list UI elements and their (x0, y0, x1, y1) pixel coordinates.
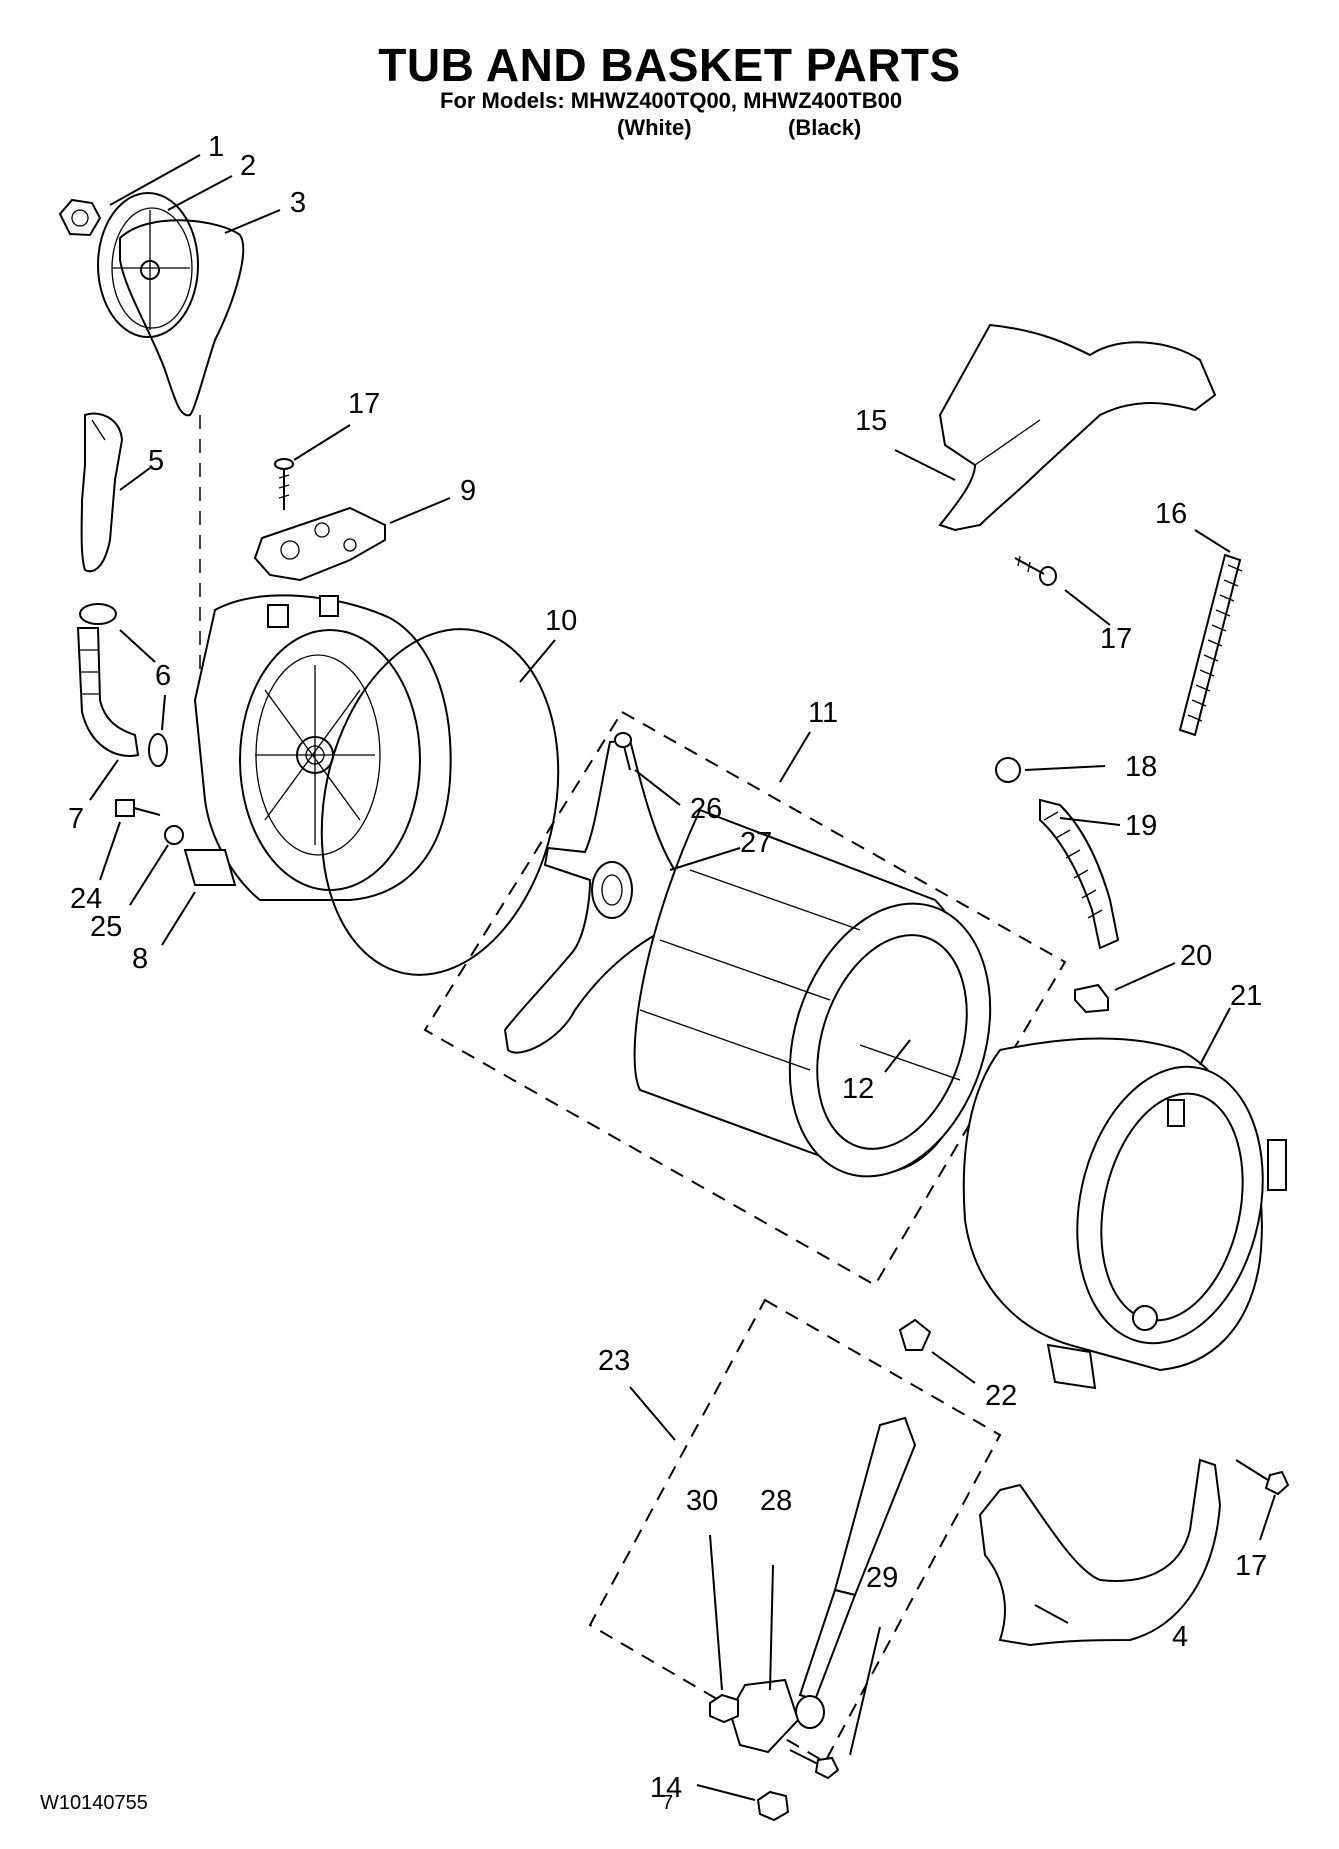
callout-15: 15 (855, 405, 887, 437)
callout-1: 1 (208, 131, 224, 163)
callout-23: 23 (598, 1345, 630, 1377)
part-8-rear-tub (183, 594, 452, 901)
part-15-cover (938, 323, 1217, 532)
callout-29: 29 (866, 1562, 898, 1594)
callout-4: 4 (1172, 1621, 1188, 1653)
page-title: TUB AND BASKET PARTS (378, 39, 961, 91)
part-18-clamp (995, 757, 1021, 783)
callout-9: 9 (460, 475, 476, 507)
part-7-drain-hose (76, 627, 140, 757)
document-number: W10140755 (40, 1792, 148, 1814)
callout-30: 30 (686, 1485, 718, 1517)
part-9-bracket (253, 506, 386, 582)
callout-3: 3 (290, 187, 306, 219)
page-number: 7 (662, 1792, 674, 1814)
callout-19: 19 (1125, 810, 1157, 842)
callout-5: 5 (148, 445, 164, 477)
part-1-nut (58, 198, 102, 237)
callout-7: 7 (68, 803, 84, 835)
callout-25: 25 (90, 911, 122, 943)
part-4-lower-cover (978, 1458, 1222, 1647)
leader-lines (89, 154, 1276, 1801)
part-3-belt (119, 219, 245, 417)
callout-8: 8 (132, 943, 148, 975)
callout-27: 27 (740, 827, 772, 859)
callout-17-top: 17 (348, 388, 380, 420)
callout-26: 26 (690, 793, 722, 825)
callout-2: 2 (240, 150, 256, 182)
part-17-screw-bottom (1235, 1459, 1290, 1496)
part-26-screw (614, 732, 632, 771)
part-17-screw-right (1014, 555, 1057, 586)
part-5-hose (80, 412, 124, 573)
models-line: For Models: MHWZ400TQ00, MHWZ400TB00 (440, 88, 903, 113)
callout-22: 22 (985, 1380, 1017, 1412)
part-12-basket (633, 808, 992, 1178)
callout-numbers: 1 2 3 4 5 6 7 8 9 10 11 12 14 15 16 17 1… (68, 131, 1267, 1804)
damper-strut (795, 1416, 917, 1729)
part-14-nut (756, 1790, 790, 1822)
part-16-spring (1178, 553, 1243, 737)
callout-14: 14 (650, 1772, 682, 1804)
callout-17-bottom: 17 (1235, 1550, 1267, 1582)
callout-10: 10 (545, 605, 577, 637)
callout-20: 20 (1180, 940, 1212, 972)
part-21-front-tub (962, 1037, 1287, 1390)
part-6-clamp (79, 603, 168, 767)
part-30-nut (709, 1693, 739, 1724)
part-2-pulley (97, 192, 199, 338)
callout-21: 21 (1230, 980, 1262, 1012)
part-23-group-outline (588, 1298, 1002, 1764)
callout-17-right: 17 (1100, 623, 1132, 655)
callout-11: 11 (808, 697, 838, 729)
part-29-screw (789, 1749, 840, 1780)
callout-18: 18 (1125, 751, 1157, 783)
callout-12: 12 (842, 1073, 874, 1105)
part-20-clip (1074, 983, 1109, 1014)
callout-28: 28 (760, 1485, 792, 1517)
part-17-screw-top (274, 458, 294, 510)
part-11-group-outline (423, 710, 1067, 1287)
part-25-washer (164, 825, 184, 845)
callout-16: 16 (1155, 498, 1187, 530)
variant-black-label: (Black) (788, 115, 862, 140)
callout-24: 24 (70, 883, 102, 915)
variant-white-label: (White) (617, 115, 692, 140)
callout-6: 6 (155, 660, 171, 692)
part-24-screw (115, 799, 161, 817)
part-19-bellows-hose (1039, 798, 1120, 950)
part-22-clip (898, 1318, 932, 1351)
